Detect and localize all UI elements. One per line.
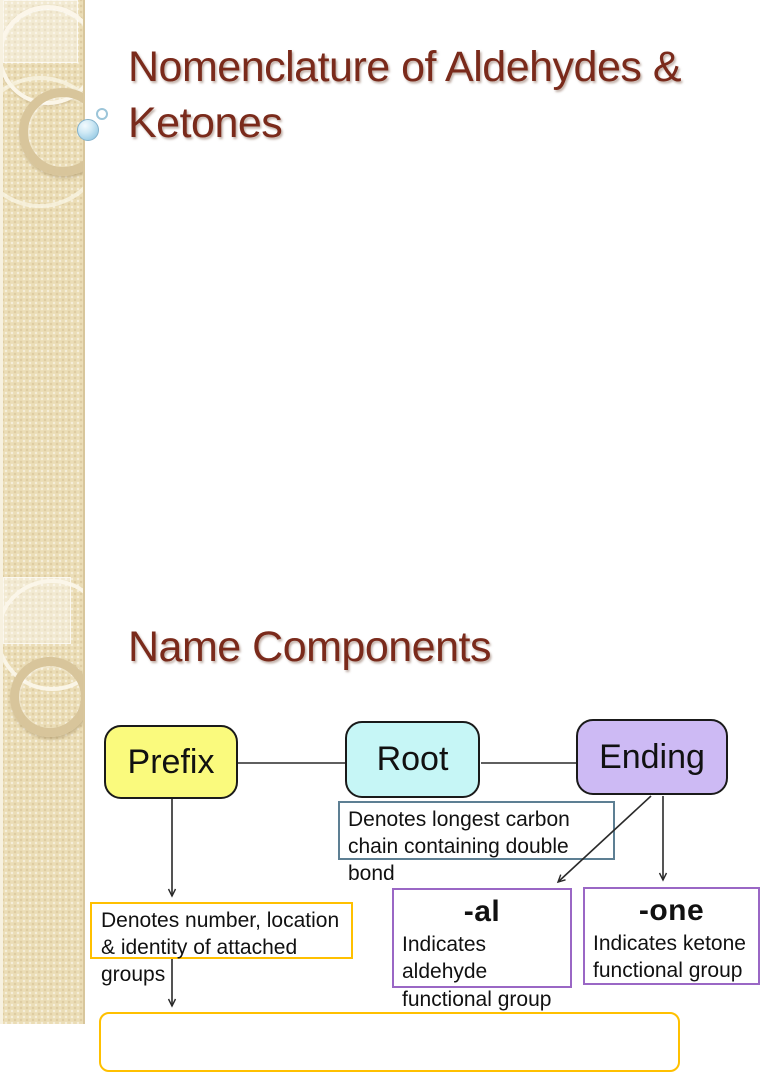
one-description: Indicates ketone functional group <box>593 932 746 983</box>
sphere-bullet-icon <box>77 119 99 141</box>
one-suffix-box: -one Indicates ketone functional group <box>583 887 760 985</box>
ring-ornament <box>10 657 83 737</box>
al-suffix-box: -al Indicates aldehyde functional group <box>392 888 572 1011</box>
slide1-title: Nomenclature of Aldehydes & Ketones <box>128 43 682 147</box>
slide2-title: Name Components <box>128 623 491 671</box>
mini-circle-icon <box>96 108 108 120</box>
al-heading: -al <box>463 895 501 928</box>
sidebar-strip <box>0 0 85 1024</box>
bottom-note-box <box>99 1012 680 1072</box>
ring-ornament <box>3 76 83 208</box>
prefix-note-box: Denotes number, location & identity of a… <box>90 902 353 986</box>
root-note-box: Denotes longest carbon chain containing … <box>338 801 615 885</box>
prefix-node: Prefix <box>104 725 238 799</box>
one-heading: -one <box>638 894 705 927</box>
root-node: Root <box>345 721 480 798</box>
al-description: Indicates aldehyde functional group <box>402 933 552 1011</box>
ring-ornament <box>19 88 83 176</box>
ending-node: Ending <box>576 719 728 795</box>
